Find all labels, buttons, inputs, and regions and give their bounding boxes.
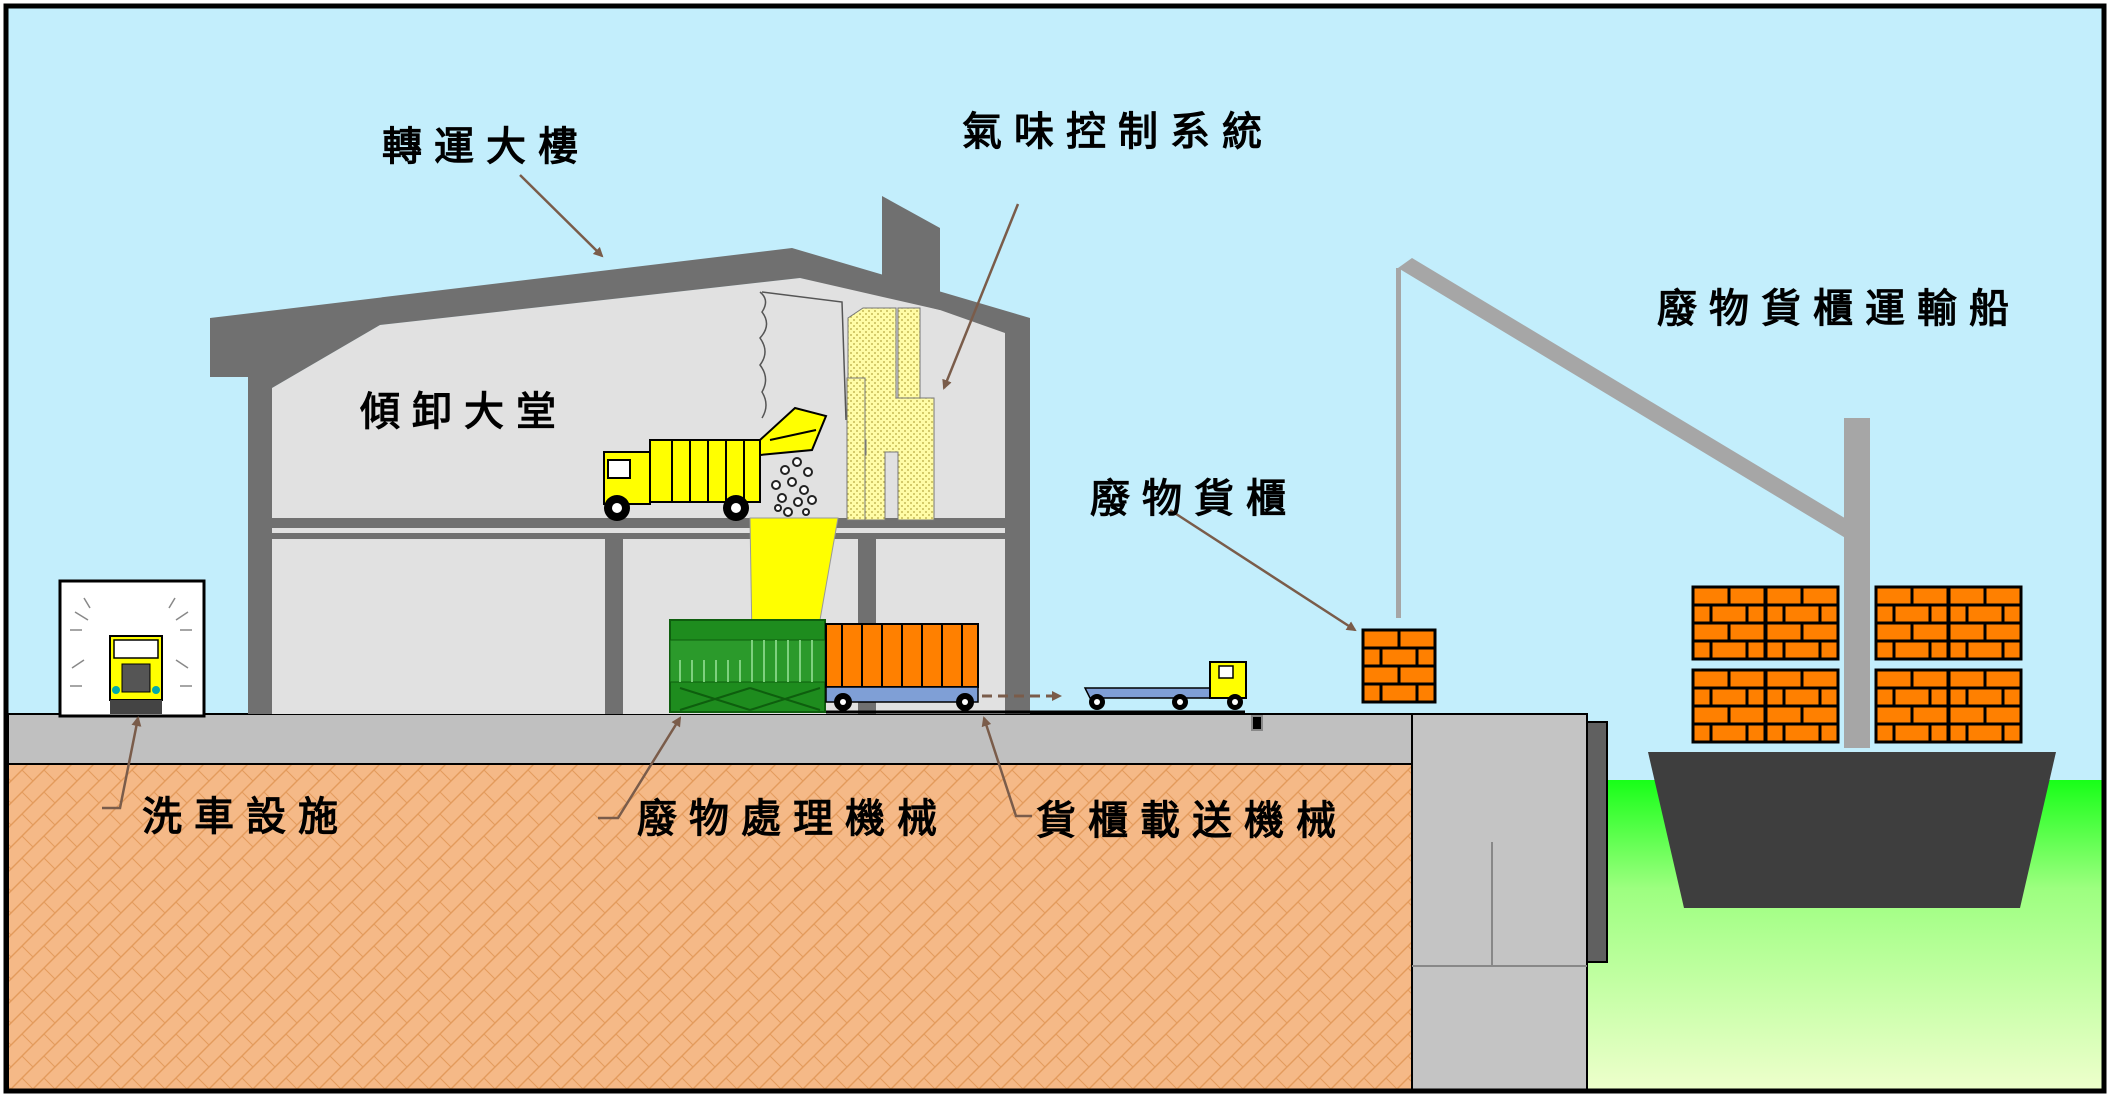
label-waste-container: 廢物貨櫃 — [1090, 476, 1298, 522]
crane-icon — [1396, 258, 1870, 748]
label-tipping-hall: 傾卸大堂 — [359, 389, 568, 435]
label-container-transport: 貨櫃載送機械 — [1036, 798, 1348, 844]
wash-truck-icon — [58, 579, 206, 718]
quay-wall — [1411, 713, 1588, 1092]
label-waste-processing: 廢物處理機械 — [637, 796, 949, 842]
outer-frame — [3, 3, 2107, 1094]
dump-truck-icon — [603, 406, 828, 521]
leader-lines — [102, 174, 1357, 820]
waste-processing-machine — [669, 619, 826, 713]
odor-control-system — [759, 291, 935, 521]
label-transfer-building: 轉運大樓 — [382, 124, 590, 170]
container-truck-icon — [825, 623, 1263, 731]
waste-container-icon — [1361, 628, 1437, 704]
label-odor-control: 氣味控制系統 — [962, 109, 1274, 155]
quay-fender — [1586, 721, 1608, 963]
label-vehicle-wash: 洗車設施 — [142, 794, 350, 840]
falling-waste — [771, 457, 817, 517]
label-container-vessel: 廢物貨櫃運輸船 — [1657, 286, 2021, 332]
ship-icon — [1648, 585, 2056, 908]
quay-slab — [7, 713, 1416, 765]
ground-fill — [7, 763, 1416, 1092]
